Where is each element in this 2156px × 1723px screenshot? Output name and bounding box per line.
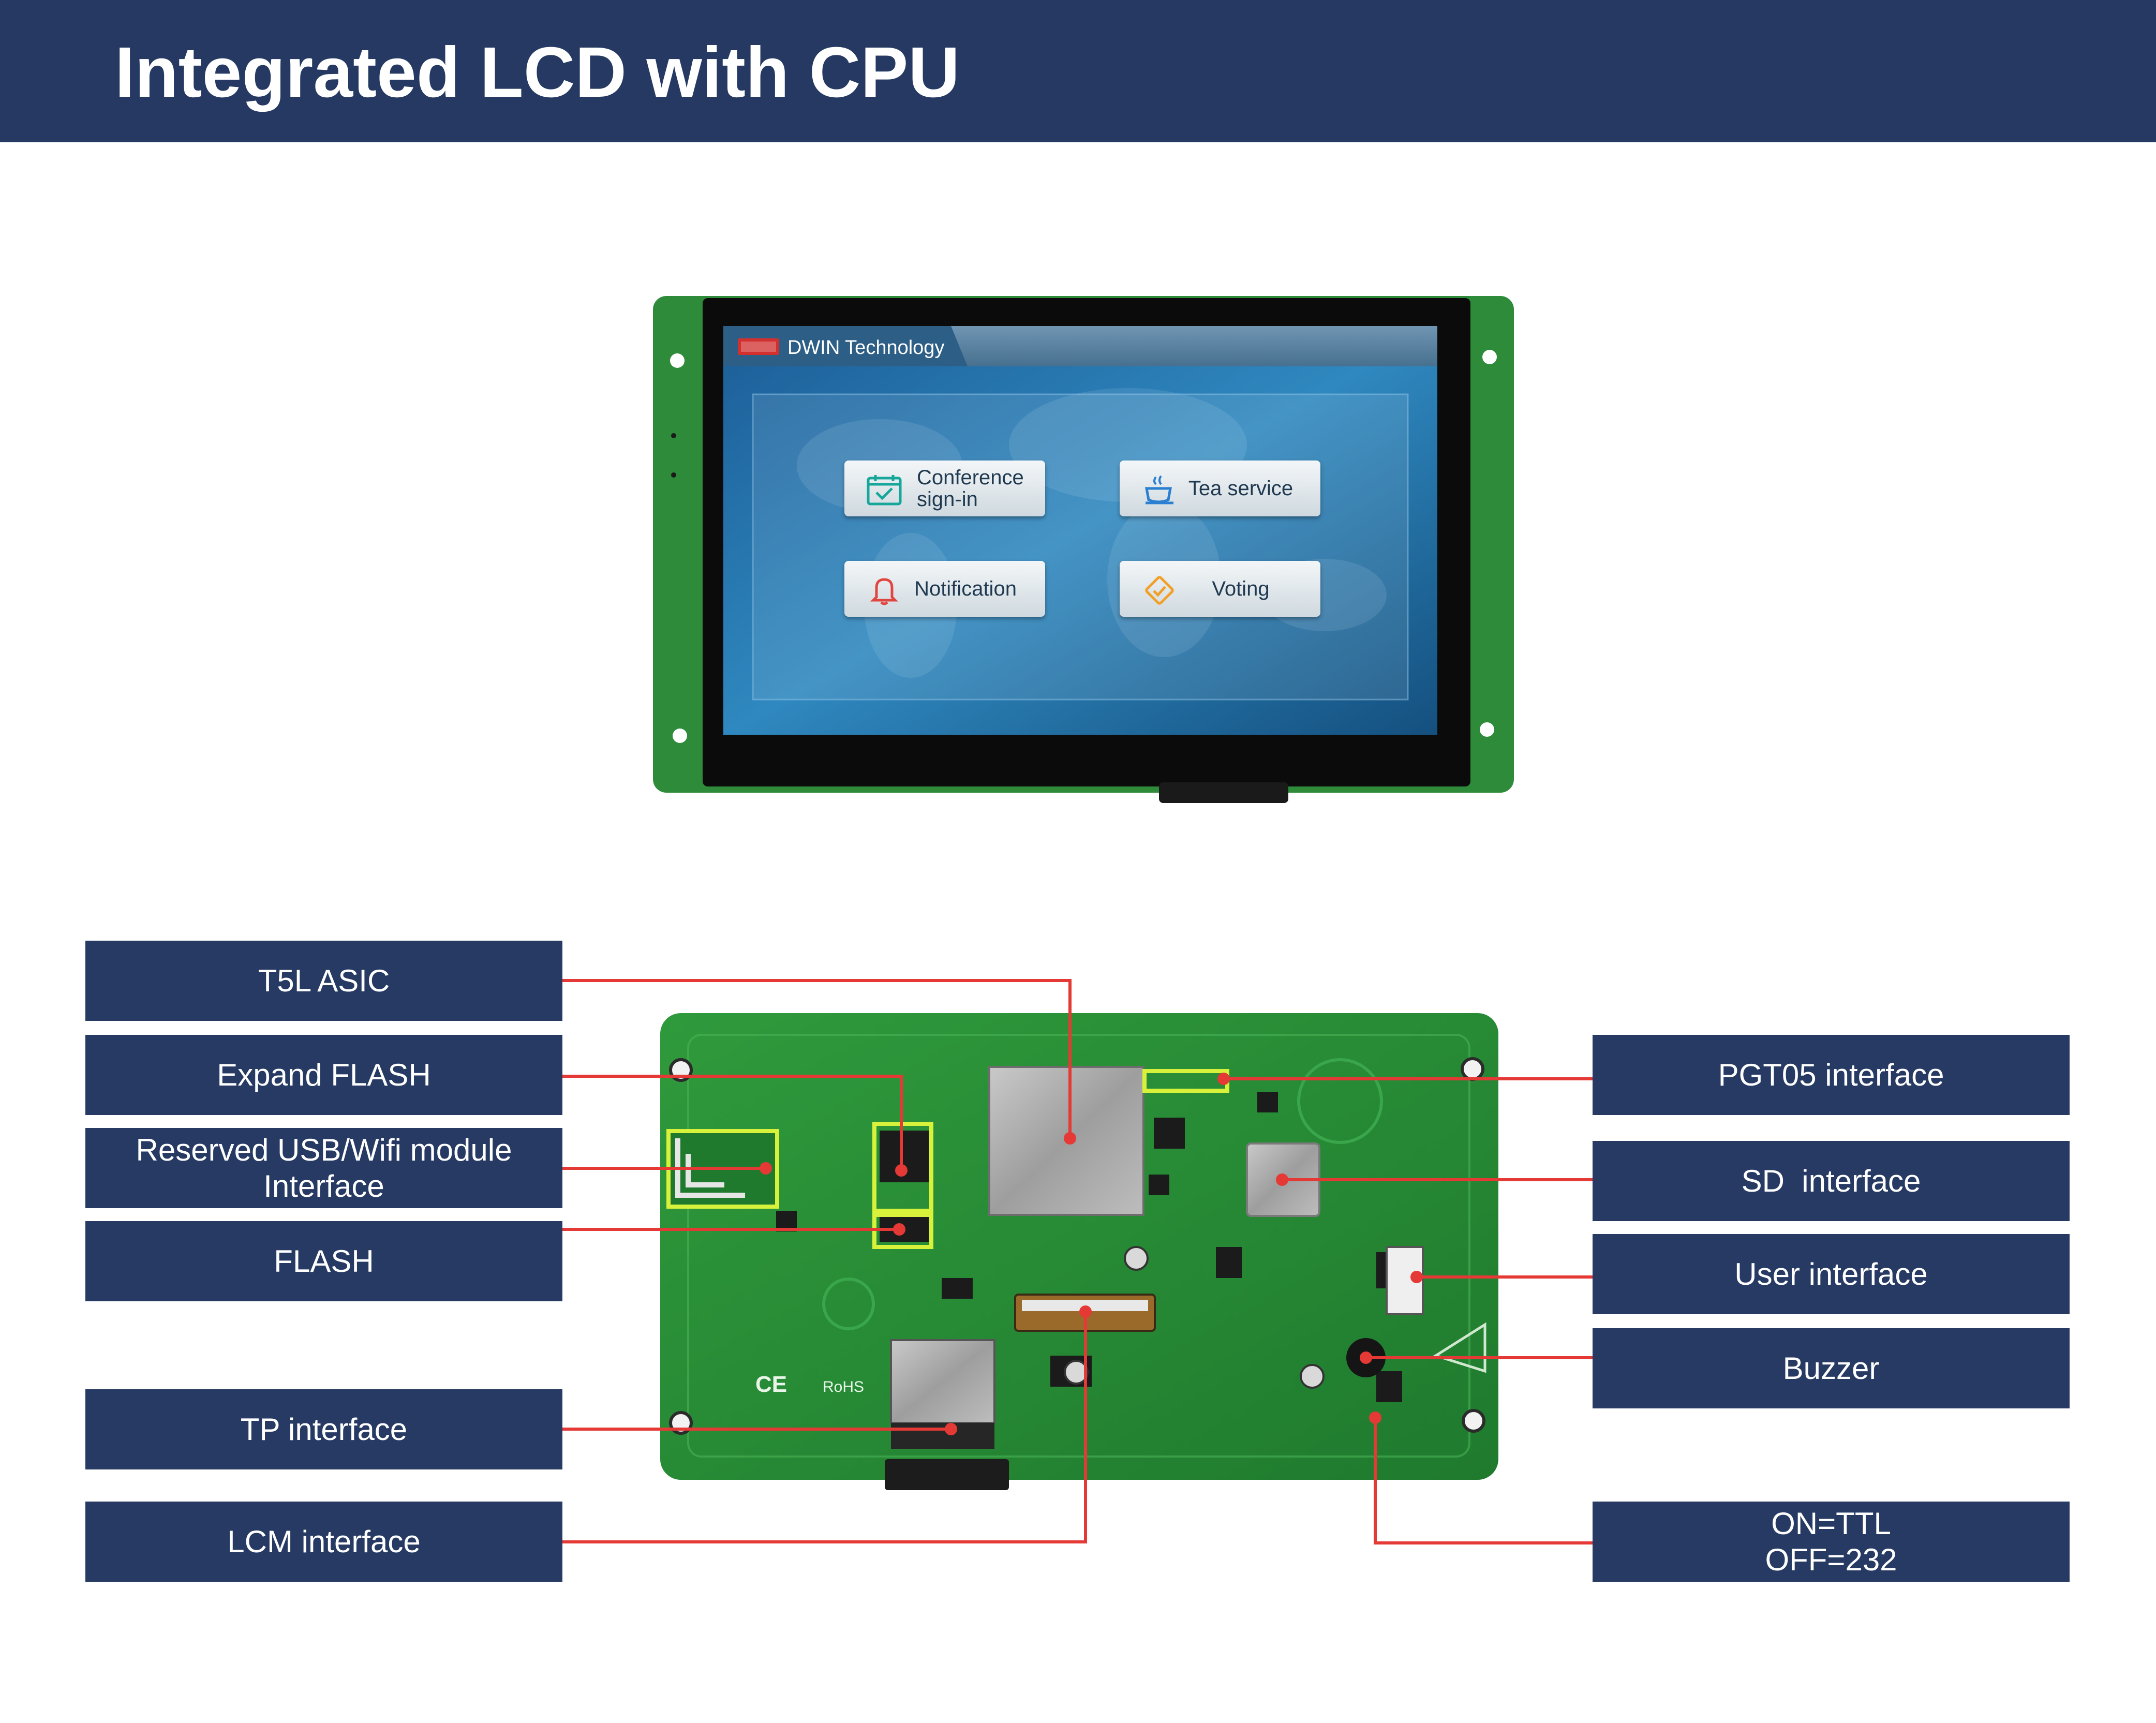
notification-button[interactable]: Notification	[844, 561, 1045, 617]
leader-lcm	[562, 1312, 1087, 1543]
callout-flash: FLASH	[85, 1221, 562, 1301]
mount-hole	[1480, 722, 1494, 737]
tea-cup-icon	[1145, 475, 1173, 504]
screen-header-label: DWIN Technology	[787, 337, 945, 359]
conference-signin-button[interactable]: Conference sign-in	[844, 461, 1045, 516]
mount-hole	[673, 729, 687, 743]
page-title: Integrated LCD with CPU	[115, 33, 960, 112]
screen-panel	[752, 393, 1409, 701]
callout-pgt05-interface: PGT05 interface	[1593, 1035, 2070, 1115]
callout-usb-wifi: Reserved USB/Wifi module Interface	[85, 1128, 562, 1208]
leader-expand-flash	[562, 1075, 903, 1170]
leader-ttl-232	[1374, 1418, 1593, 1544]
callout-ttl-232: ON=TTL OFF=232	[1593, 1502, 2070, 1582]
ce-mark: CE	[755, 1372, 787, 1397]
pcb-board	[660, 1013, 1498, 1480]
pcb-back-view	[660, 1013, 1498, 1490]
conference-signin-label: Conference sign-in	[917, 466, 1024, 511]
leader-dots	[760, 1073, 1423, 1435]
callout-buzzer: Buzzer	[1593, 1328, 2070, 1408]
calendar-check-icon	[867, 475, 902, 506]
voting-label: Voting	[1212, 577, 1270, 600]
tea-service-button[interactable]: Tea service	[1120, 461, 1320, 516]
tea-service-label: Tea service	[1188, 477, 1293, 500]
voting-button[interactable]: Voting	[1120, 561, 1320, 617]
callout-user-interface: User interface	[1593, 1234, 2070, 1314]
bell-icon	[870, 578, 899, 605]
tp-connector	[890, 1339, 995, 1424]
callout-expand-flash: Expand FLASH	[85, 1035, 562, 1115]
voting-check-icon	[1145, 576, 1174, 605]
leader-lines	[562, 979, 1593, 1544]
callout-lcm-interface: LCM interface	[85, 1502, 562, 1582]
rohs-mark: RoHS	[823, 1378, 864, 1395]
lcd-module-front	[653, 296, 1514, 803]
bottom-connector	[1159, 782, 1288, 803]
mount-hole	[1482, 350, 1497, 364]
callout-sd-interface: SD interface	[1593, 1141, 2070, 1221]
callout-t5l-asic: T5L ASIC	[85, 941, 562, 1021]
mount-hole	[670, 353, 685, 368]
header-bar	[0, 0, 2156, 142]
notification-label: Notification	[914, 577, 1017, 600]
leader-t5l-asic	[562, 979, 1072, 1138]
dwin-logo-icon	[738, 338, 779, 355]
lcm-flex-tail	[885, 1459, 1009, 1490]
callout-tp-interface: TP interface	[85, 1389, 562, 1469]
